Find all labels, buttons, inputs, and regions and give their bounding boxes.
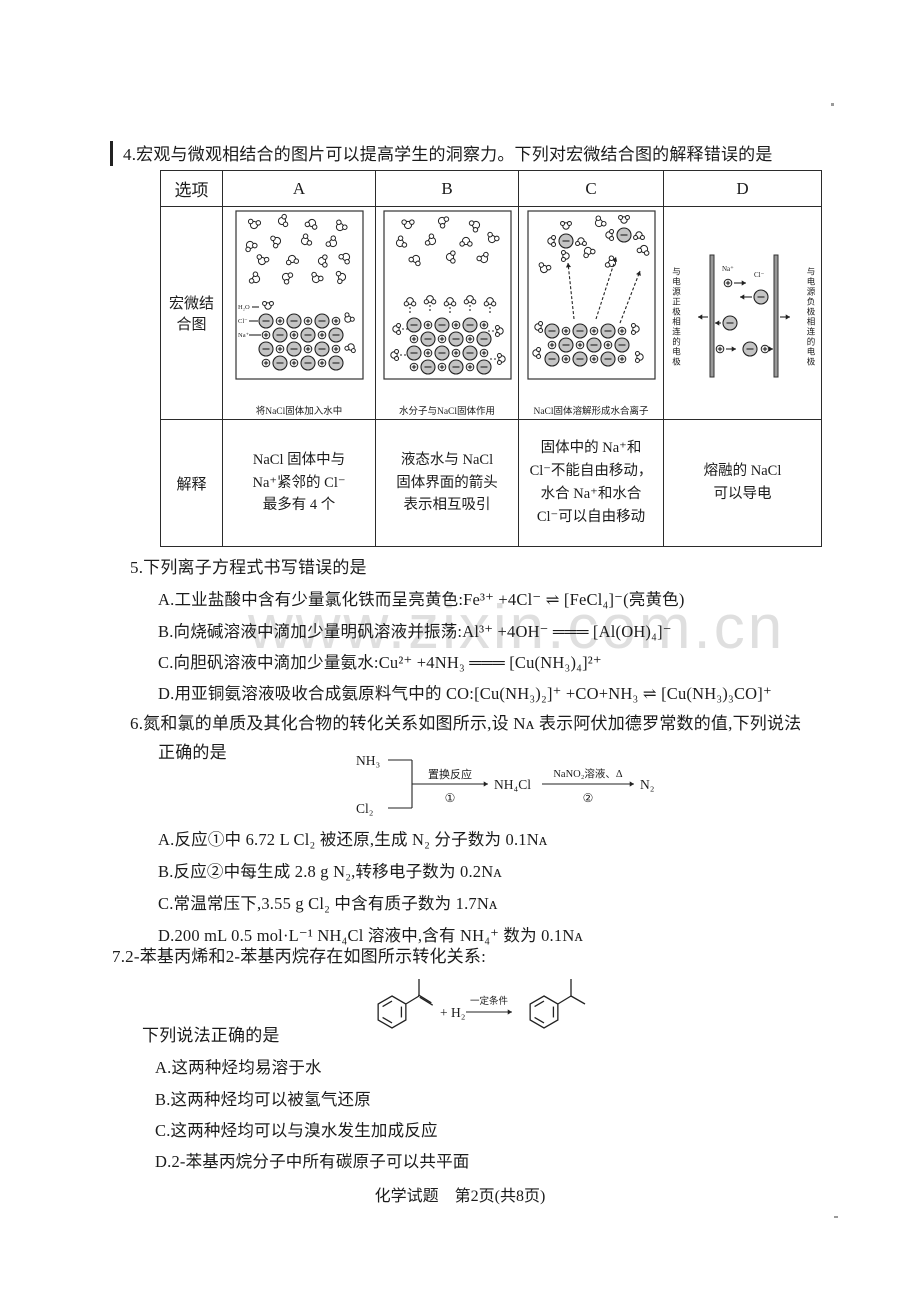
question-5-option-c: C.向胆矾溶液中滴加少量氨水:Cu²⁺ +4NH₃ ═══ [Cu(NH₃)₄]… xyxy=(158,653,602,672)
table-header-option: 选项 xyxy=(161,171,223,207)
question-7-stem: 7.2-苯基丙烯和2-苯基丙烷存在如图所示转化关系: xyxy=(112,947,486,966)
diagram-caption-a: 将NaCl固体加入水中 xyxy=(255,407,343,417)
question-7-lead: 下列说法正确的是 xyxy=(142,1026,280,1045)
diagram-cell-d: 与电源正极相连的电极 与电源负极相连的电极 Na⁺ Cl⁻ xyxy=(664,207,821,420)
row-label-explain: 解释 xyxy=(161,420,223,546)
question-7-option-b: B.这两种烃均可以被氢气还原 xyxy=(155,1090,371,1109)
margin-tick xyxy=(110,141,113,166)
question-7-option-d: D.2-苯基丙烷分子中所有碳原子可以共平面 xyxy=(155,1152,470,1171)
row-label-diagram: 宏微结 合图 xyxy=(161,207,223,420)
question-7-option-a: A.这两种烃均易溶于水 xyxy=(155,1058,322,1077)
electrode-diagram: Na⁺ Cl⁻ xyxy=(698,254,790,378)
explanation-b: 液态水与 NaCl 固体界面的箭头 表示相互吸引 xyxy=(376,420,519,546)
diagram-cell-b: 水分子与NaCl固体作用 xyxy=(376,207,519,420)
table-header-d: D xyxy=(664,171,821,207)
scan-speck-bottom xyxy=(834,1216,838,1218)
table-header-a: A xyxy=(223,171,376,207)
diagram-caption-c: NaCl固体溶解形成水合离子 xyxy=(533,407,649,417)
question-4-stem: 4.宏观与微观相结合的图片可以提高学生的洞察力。下列对宏微结合图的解释错误的是 xyxy=(123,145,773,164)
electrode-label-negative: 与电源负极相连的电极 xyxy=(806,267,816,367)
question-5-option-d: D.用亚铜氨溶液吸收合成氨原料气中的 CO:[Cu(NH₃)₂]⁺ +CO+NH… xyxy=(158,684,772,703)
question-6-flow-diagram: NH₃ Cl₂ 置换反应 ① NH₄Cl NaNO₂溶液、Δ ② N₂ xyxy=(356,753,654,816)
question-6-stem-line2: 正确的是 xyxy=(158,743,227,762)
svg-text:Na⁺: Na⁺ xyxy=(238,332,249,339)
question-6-option-c: C.常温常压下,3.55 g Cl₂ 中含有质子数为 1.7Nᴀ xyxy=(158,894,498,913)
svg-text:Na⁺: Na⁺ xyxy=(722,265,734,273)
svg-text:Cl₂: Cl₂ xyxy=(356,801,373,816)
table-header-c: C xyxy=(519,171,664,207)
question-7-option-c: C.这两种烃均可以与溴水发生加成反应 xyxy=(155,1121,438,1140)
question-6-stem-line1: 6.氮和氯的单质及其化合物的转化关系如图所示,设 Nᴀ 表示阿伏加德罗常数的值,… xyxy=(130,714,802,733)
svg-text:NH₄Cl: NH₄Cl xyxy=(494,777,531,792)
svg-text:NaNO₂溶液、Δ: NaNO₂溶液、Δ xyxy=(553,767,623,780)
question-6-option-b: B.反应②中每生成 2.8 g N₂,转移电子数为 0.2Nᴀ xyxy=(158,862,502,881)
svg-text:NH₃: NH₃ xyxy=(356,753,380,768)
svg-text:N₂: N₂ xyxy=(640,777,654,792)
svg-text:Cl⁻: Cl⁻ xyxy=(754,271,765,279)
explanation-d: 熔融的 NaCl 可以导电 xyxy=(703,463,782,502)
explanation-c: 固体中的 Na⁺和 Cl⁻不能自由移动， 水合 Na⁺和水合 Cl⁻可以自由移动 xyxy=(519,420,664,546)
question-5-option-a: A.工业盐酸中含有少量氯化铁而呈亮黄色:Fe³⁺ +4Cl⁻ ⇌ [FeCl₄]… xyxy=(158,590,685,609)
diagram-cell-c: NaCl固体溶解形成水合离子 xyxy=(519,207,664,420)
watermark: www.zixin.com.cn xyxy=(248,593,786,662)
electrode-label-positive: 与电源正极相连的电极 xyxy=(671,267,682,367)
micro-diagram-a: H₂O Cl⁻ Na⁺ xyxy=(235,210,364,380)
diagram-caption-b: 水分子与NaCl固体作用 xyxy=(398,407,496,417)
svg-text:①: ① xyxy=(445,791,456,805)
question-7-reaction-diagram: + H₂ 一定条件 xyxy=(377,979,586,1029)
svg-text:一定条件: 一定条件 xyxy=(470,995,509,1007)
svg-text:②: ② xyxy=(583,791,594,805)
svg-text:Cl⁻: Cl⁻ xyxy=(238,318,248,325)
page-footer: 化学试题 第2页(共8页) xyxy=(374,1188,546,1205)
micro-diagram-c xyxy=(527,210,656,380)
question-5-option-b: B.向烧碱溶液中滴加少量明矾溶液并振荡:Al³⁺ +4OH⁻ ═══ [Al(O… xyxy=(158,622,672,641)
micro-diagram-b xyxy=(383,210,512,380)
table-header-b: B xyxy=(376,171,519,207)
scan-speck-top xyxy=(831,103,834,106)
svg-text:置换反应: 置换反应 xyxy=(428,767,472,781)
question-5-stem: 5.下列离子方程式书写错误的是 xyxy=(130,558,367,577)
question-6-option-d: D.200 mL 0.5 mol·L⁻¹ NH₄Cl 溶液中,含有 NH₄⁺ 数… xyxy=(158,926,583,945)
svg-text:H₂O: H₂O xyxy=(238,304,250,311)
svg-text:+ H₂: + H₂ xyxy=(440,1005,465,1020)
explanation-a: NaCl 固体中与 Na⁺紧邻的 Cl⁻ 最多有 4 个 xyxy=(223,420,376,546)
question-6-option-a: A.反应①中 6.72 L Cl₂ 被还原,生成 N₂ 分子数为 0.1Nᴀ xyxy=(158,830,548,849)
diagram-cell-a: H₂O Cl⁻ Na⁺ 将NaCl固体加入水中 xyxy=(223,207,376,420)
